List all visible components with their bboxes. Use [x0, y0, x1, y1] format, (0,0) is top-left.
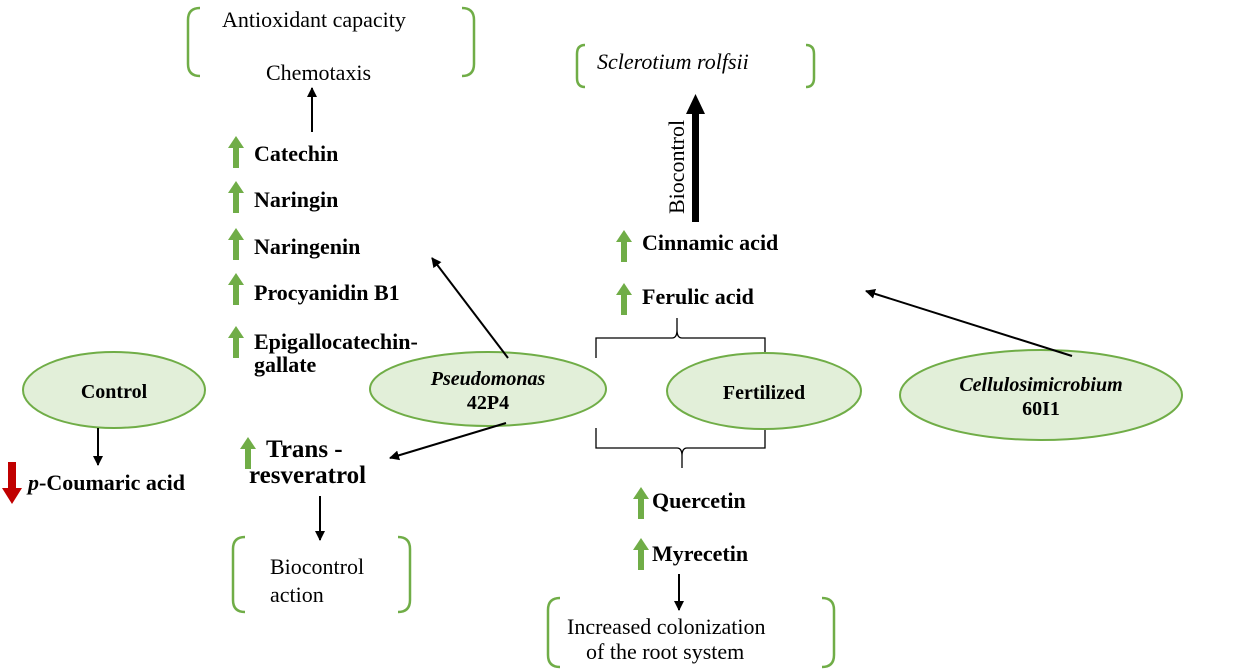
group-braces — [595, 318, 766, 468]
brace-bottom — [595, 428, 766, 468]
compound-quercetin: Quercetin — [652, 488, 746, 513]
increase-markers — [228, 136, 649, 570]
up-arrow-icon — [228, 326, 244, 358]
compound-coumaric: p-Coumaric acid — [28, 472, 185, 494]
bracket-antioxidant-left — [186, 6, 201, 78]
cellulosimicrobium-name: Cellulosimicrobium — [959, 374, 1123, 396]
up-arrow-icon — [228, 273, 244, 305]
cellulosimicrobium-strain: 60I1 — [1022, 398, 1060, 420]
brace-top — [595, 318, 766, 358]
bracket-sclerotium-right — [805, 43, 816, 89]
up-arrow-icon — [633, 487, 649, 519]
bracket-biocontrol-right — [397, 535, 412, 614]
bracket-colonization-left — [546, 596, 561, 669]
biocontrol-vertical-label: Biocontrol — [664, 120, 689, 214]
cellulosimicrobium-label: Cellulosimicrobium 60I1 — [900, 373, 1182, 421]
compound-naringenin: Naringenin — [254, 234, 361, 259]
compound-egcg-line2: gallate — [254, 352, 317, 377]
up-arrow-icon — [616, 283, 632, 315]
control-label: Control — [80, 381, 148, 403]
biocontrol-action-line1: Biocontrol — [270, 554, 365, 579]
control-oval[interactable] — [22, 351, 206, 429]
arrow-cellulosimicrobium-acids — [865, 288, 1073, 357]
colonization-line1: Increased colonization — [567, 614, 766, 639]
chemotaxis-text: Chemotaxis — [266, 60, 372, 85]
compound-trans-line1: Trans - — [266, 436, 343, 463]
pseudomonas-name: Pseudomonas — [430, 368, 546, 390]
compound-ferulic: Ferulic acid — [642, 284, 754, 309]
biocontrol-action-line2: action — [270, 582, 324, 607]
sclerotium-text: Sclerotium rolfsii — [597, 49, 749, 74]
coumaric-prefix: p — [28, 470, 39, 495]
down-arrow-icon — [2, 462, 22, 504]
up-arrow-icon — [616, 230, 632, 262]
fertilized-oval[interactable] — [666, 352, 862, 430]
bracket-antioxidant-right — [461, 6, 476, 78]
arrow-pseudomonas-flavonoids — [431, 257, 509, 359]
pseudomonas-strain: 42P4 — [466, 392, 510, 414]
compound-cinnamic: Cinnamic acid — [642, 230, 779, 255]
colonization-line2: of the root system — [586, 639, 745, 664]
up-arrow-icon — [228, 228, 244, 260]
up-arrow-icon — [240, 437, 256, 469]
up-arrow-icon — [633, 538, 649, 570]
biocontrol-thick-arrow — [686, 94, 705, 222]
antioxidant-capacity-text: Antioxidant capacity — [222, 7, 406, 32]
compound-egcg-line1: Epigallocatechin- — [254, 329, 418, 354]
cellulosimicrobium-oval[interactable] — [899, 349, 1183, 441]
outcome-brackets — [186, 6, 836, 669]
compound-catechin: Catechin — [254, 141, 339, 166]
pseudomonas-label: Pseudomonas 42P4 — [370, 367, 606, 415]
compound-trans-line2: resveratrol — [249, 462, 367, 489]
compound-myrecetin: Myrecetin — [652, 541, 749, 566]
bracket-biocontrol-left — [231, 535, 246, 614]
compound-naringin: Naringin — [254, 187, 339, 212]
up-arrow-icon — [228, 181, 244, 213]
coumaric-rest: -Coumaric acid — [39, 470, 186, 495]
up-arrow-icon — [228, 136, 244, 168]
bracket-colonization-right — [821, 596, 836, 669]
pseudomonas-oval[interactable] — [369, 351, 607, 427]
treatment-ovals — [22, 349, 1183, 441]
relation-arrows — [93, 87, 1073, 611]
arrow-pseudomonas-resveratrol — [389, 422, 507, 461]
bracket-sclerotium-left — [575, 43, 586, 89]
fertilized-label: Fertilized — [722, 382, 806, 404]
compound-procyanidin: Procyanidin B1 — [254, 280, 400, 305]
